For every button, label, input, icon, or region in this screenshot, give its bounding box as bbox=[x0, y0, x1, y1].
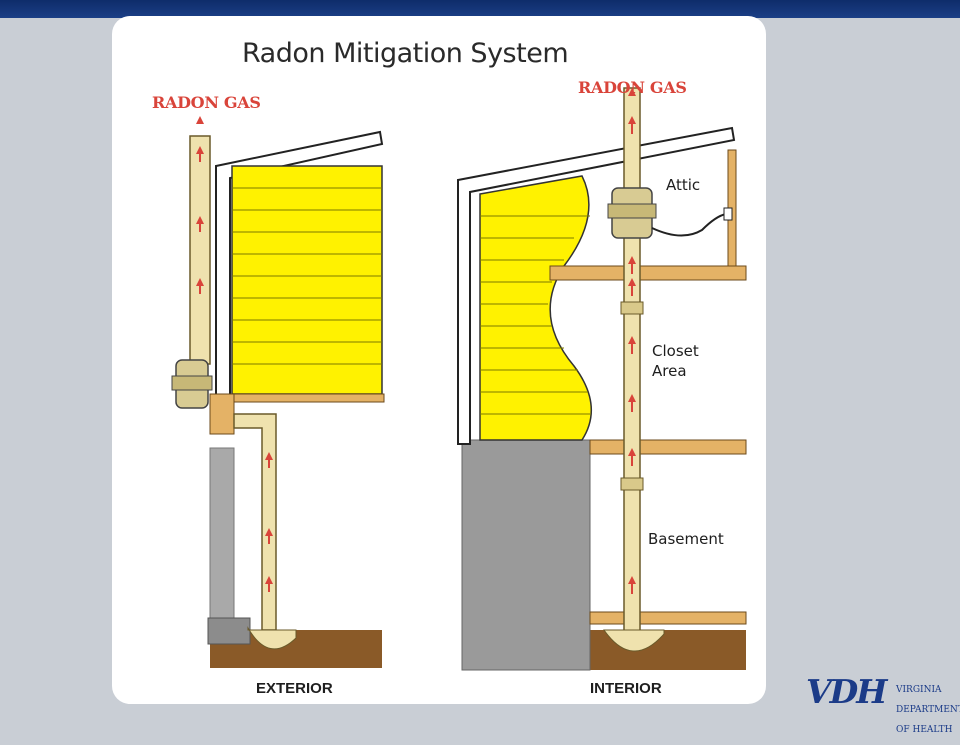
interior-roof bbox=[457, 126, 736, 445]
header-bar bbox=[0, 0, 960, 18]
vdh-logo-line2: DEPARTMENT bbox=[896, 705, 960, 715]
exterior-footing bbox=[207, 617, 251, 645]
vdh-logo: VDH VIRGINIA DEPARTMENT OF HEALTH bbox=[806, 672, 960, 735]
attic-floor-joist bbox=[549, 265, 747, 281]
exterior-foundation bbox=[209, 447, 235, 631]
exterior-junction-box bbox=[209, 393, 235, 435]
exterior-house bbox=[171, 116, 385, 668]
mitigation-diagram bbox=[171, 87, 747, 671]
fan-cord bbox=[651, 213, 727, 237]
basement-slab bbox=[589, 611, 747, 625]
vdh-logo-line1: VIRGINIA bbox=[896, 685, 942, 695]
interior-suction-pit bbox=[603, 629, 665, 652]
exterior-stack-pipe bbox=[189, 135, 211, 365]
vdh-logo-line3: OF HEALTH bbox=[896, 725, 953, 735]
basement-label: Basement bbox=[648, 530, 724, 548]
vdh-logo-subtext: VIRGINIA DEPARTMENT OF HEALTH bbox=[896, 675, 960, 745]
exterior-radon-gas-label: RADON GAS bbox=[152, 93, 261, 112]
closet-label-line1: Closet bbox=[652, 342, 699, 360]
closet-label-line2: Area bbox=[652, 362, 687, 380]
exterior-siding bbox=[231, 165, 383, 395]
exterior-sill bbox=[229, 393, 385, 403]
electrical-outlet bbox=[723, 207, 733, 221]
interior-caption: INTERIOR bbox=[590, 680, 662, 697]
interior-siding bbox=[479, 175, 593, 441]
interior-stack-pipe bbox=[623, 87, 641, 637]
diagram-card: Radon Mitigation System RADON GAS RADON … bbox=[112, 16, 766, 704]
interior-house bbox=[457, 87, 747, 671]
vdh-logo-mark: VDH bbox=[806, 672, 887, 711]
exterior-caption: EXTERIOR bbox=[256, 680, 333, 697]
diagram-title: Radon Mitigation System bbox=[242, 38, 569, 69]
interior-foundation bbox=[461, 439, 591, 671]
main-floor-joist bbox=[589, 439, 747, 455]
attic-label: Attic bbox=[666, 176, 701, 194]
interior-radon-gas-label: RADON GAS bbox=[578, 78, 687, 97]
exterior-suction-pipe bbox=[233, 413, 277, 631]
exterior-suction-pit bbox=[247, 626, 297, 650]
